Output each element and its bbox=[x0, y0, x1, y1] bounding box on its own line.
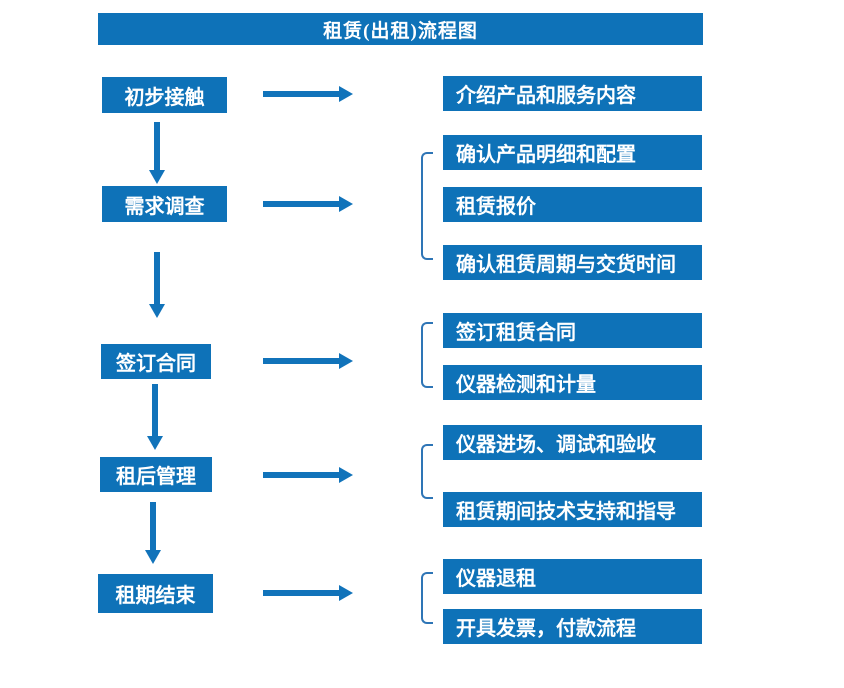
arrow-right-demand-survey bbox=[263, 196, 353, 212]
output-box-confirm-period-delivery: 确认租赁周期与交货时间 bbox=[443, 245, 702, 280]
arrow-down-step2-step3 bbox=[149, 252, 165, 318]
arrow-right-rental-end bbox=[263, 585, 353, 601]
output-box-instrument-testing: 仪器检测和计量 bbox=[443, 365, 702, 400]
group-bracket-post-rental bbox=[421, 444, 433, 499]
output-box-sign-rental-contract: 签订租赁合同 bbox=[443, 313, 702, 348]
output-box-introduce-products: 介绍产品和服务内容 bbox=[443, 76, 702, 111]
group-bracket-sign-contract bbox=[421, 322, 433, 388]
output-box-tech-support: 租赁期间技术支持和指导 bbox=[443, 492, 702, 527]
arrow-head-icon bbox=[149, 170, 165, 184]
output-box-rental-quote: 租赁报价 bbox=[443, 187, 702, 222]
arrow-head-icon bbox=[339, 196, 353, 212]
arrow-down-step1-step2 bbox=[149, 122, 165, 184]
arrow-right-post-rental bbox=[263, 467, 353, 483]
output-box-confirm-details: 确认产品明细和配置 bbox=[443, 135, 702, 170]
step-box-sign-contract: 签订合同 bbox=[101, 344, 211, 379]
arrow-head-icon bbox=[339, 353, 353, 369]
output-box-invoice-payment: 开具发票，付款流程 bbox=[443, 609, 702, 644]
step-box-initial-contact: 初步接触 bbox=[102, 77, 227, 113]
arrow-shaft bbox=[263, 201, 339, 207]
flowchart-title: 租赁(出租)流程图 bbox=[98, 13, 703, 45]
group-bracket-rental-end bbox=[421, 572, 433, 624]
arrow-shaft bbox=[150, 502, 156, 551]
arrow-shaft bbox=[263, 358, 339, 364]
arrow-shaft bbox=[263, 472, 339, 478]
arrow-shaft bbox=[263, 590, 339, 596]
arrow-down-step3-step4 bbox=[147, 384, 163, 450]
step-box-post-rental-management: 租后管理 bbox=[100, 457, 212, 492]
arrow-head-icon bbox=[339, 86, 353, 102]
arrow-head-icon bbox=[145, 550, 161, 564]
arrow-head-icon bbox=[147, 436, 163, 450]
group-bracket-demand-survey bbox=[421, 152, 433, 260]
arrow-shaft bbox=[263, 91, 339, 97]
step-box-rental-end: 租期结束 bbox=[98, 574, 213, 613]
arrow-shaft bbox=[154, 122, 160, 171]
arrow-right-sign-contract bbox=[263, 353, 353, 369]
output-box-instrument-return: 仪器退租 bbox=[443, 559, 702, 594]
output-box-instrument-setup: 仪器进场、调试和验收 bbox=[443, 425, 702, 460]
arrow-shaft bbox=[152, 384, 158, 437]
arrow-shaft bbox=[154, 252, 160, 305]
arrow-right-initial-contact bbox=[263, 86, 353, 102]
arrow-head-icon bbox=[339, 467, 353, 483]
arrow-down-step4-step5 bbox=[145, 502, 161, 564]
arrow-head-icon bbox=[339, 585, 353, 601]
step-box-demand-survey: 需求调查 bbox=[102, 186, 227, 222]
arrow-head-icon bbox=[149, 304, 165, 318]
